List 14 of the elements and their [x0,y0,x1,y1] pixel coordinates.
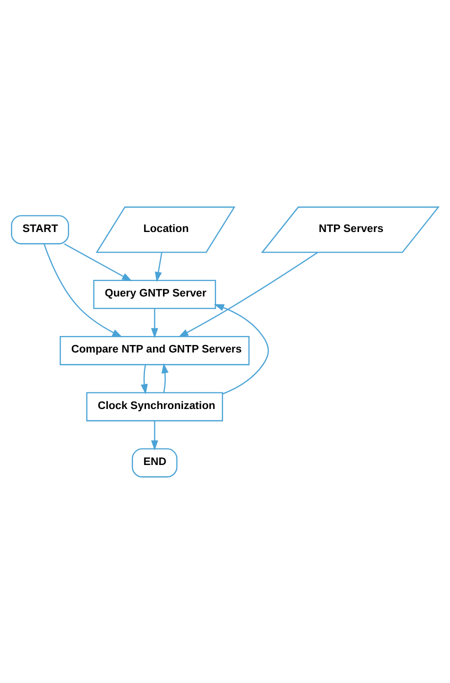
arrow [161,362,169,392]
arrow [154,252,162,282]
arrow [178,251,318,337]
node-box: Compare NTP and GNTP Servers [60,335,250,365]
node-box: Clock Synchronization [86,392,224,421]
arrow [214,304,269,394]
node-box: Query GNTP Server [93,279,216,309]
arrow [64,242,132,281]
arrow [44,243,122,337]
arrow [140,364,148,394]
arrow [151,308,158,338]
node-box: START [10,214,70,244]
arrow [151,420,158,450]
node-box: END [132,448,178,477]
